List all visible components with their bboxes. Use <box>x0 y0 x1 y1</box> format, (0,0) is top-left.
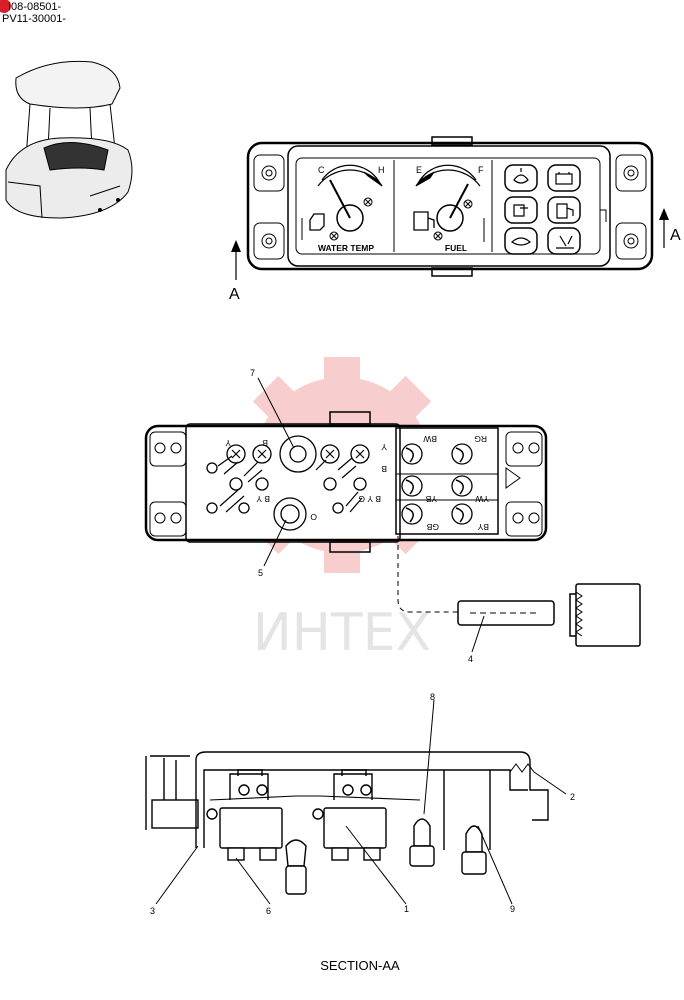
fuel-gauge <box>413 164 481 241</box>
wire-code: YW <box>475 494 489 504</box>
temp-low-mark: C <box>318 165 325 175</box>
instrument-panel <box>246 136 654 277</box>
callout-1: 1 <box>404 904 409 914</box>
wire-code: RG <box>474 434 487 444</box>
section-mark-right: A <box>670 227 681 244</box>
callout-6: 6 <box>266 906 271 916</box>
wire-code: B <box>262 438 268 448</box>
callout-4: 4 <box>468 654 473 664</box>
serial-line-2: PV11-30001- <box>2 13 66 25</box>
oil-pressure-lamp-icon <box>504 164 538 192</box>
wire-code: Y <box>225 438 231 448</box>
fuel-full-mark: F <box>478 165 484 175</box>
section-mark-left: A <box>229 286 240 303</box>
wire-code: Y <box>381 442 387 452</box>
section-marker-right <box>659 208 669 248</box>
fuel-level-lamp-icon <box>547 196 581 224</box>
wire-code: BY <box>477 522 489 532</box>
wire-code-labels: B Y B Y B Y B Y G O BW RG YB YW GB BY <box>225 434 489 532</box>
battery-charge-lamp-icon <box>547 164 581 192</box>
callout-numbers: 1 2 3 4 5 6 7 8 9 <box>150 368 575 916</box>
wire-code: Y <box>256 494 262 504</box>
fuel-empty-mark: E <box>416 165 422 175</box>
wire-code: B <box>381 464 387 474</box>
water-temp-gauge <box>309 164 383 241</box>
wire-code: YB <box>425 494 437 504</box>
wire-code: BW <box>423 434 437 444</box>
wire-code: B <box>264 494 270 504</box>
bulb-socket-part-4 <box>457 583 641 647</box>
callout-9: 9 <box>510 904 515 914</box>
callout-3: 3 <box>150 906 155 916</box>
cab-thumbnail <box>5 60 133 219</box>
coolant-temp-icon <box>309 213 325 231</box>
wire-code: Y <box>367 494 373 504</box>
serial-line-1: I08-08501- <box>8 1 62 13</box>
callout-8: 8 <box>430 692 435 702</box>
water-separator-lamp-icon <box>547 227 581 255</box>
wire-code: B <box>375 494 381 504</box>
preheat-lamp-icon <box>504 227 538 255</box>
temp-high-mark: H <box>378 165 385 175</box>
callout-leaders <box>155 377 567 905</box>
watermark-text: ИНТЕХ <box>253 603 431 663</box>
wire-code: O <box>310 512 317 522</box>
section-aa-view <box>145 751 549 895</box>
coolant-temp-lamp-icon <box>504 196 538 224</box>
section-marker-left <box>231 240 241 280</box>
callout-5: 5 <box>258 568 263 578</box>
red-dot-icon <box>0 0 11 13</box>
terminal-studs-left <box>206 435 370 531</box>
fuel-pump-icon <box>413 211 435 231</box>
fuel-label: FUEL <box>445 243 467 253</box>
water-temp-label: WATER TEMP <box>318 243 374 253</box>
wire-code: GB <box>426 522 439 532</box>
callout-2: 2 <box>570 792 575 802</box>
wire-code: G <box>358 494 365 504</box>
section-caption: SECTION-AA <box>320 958 400 973</box>
callout-7: 7 <box>250 368 255 378</box>
